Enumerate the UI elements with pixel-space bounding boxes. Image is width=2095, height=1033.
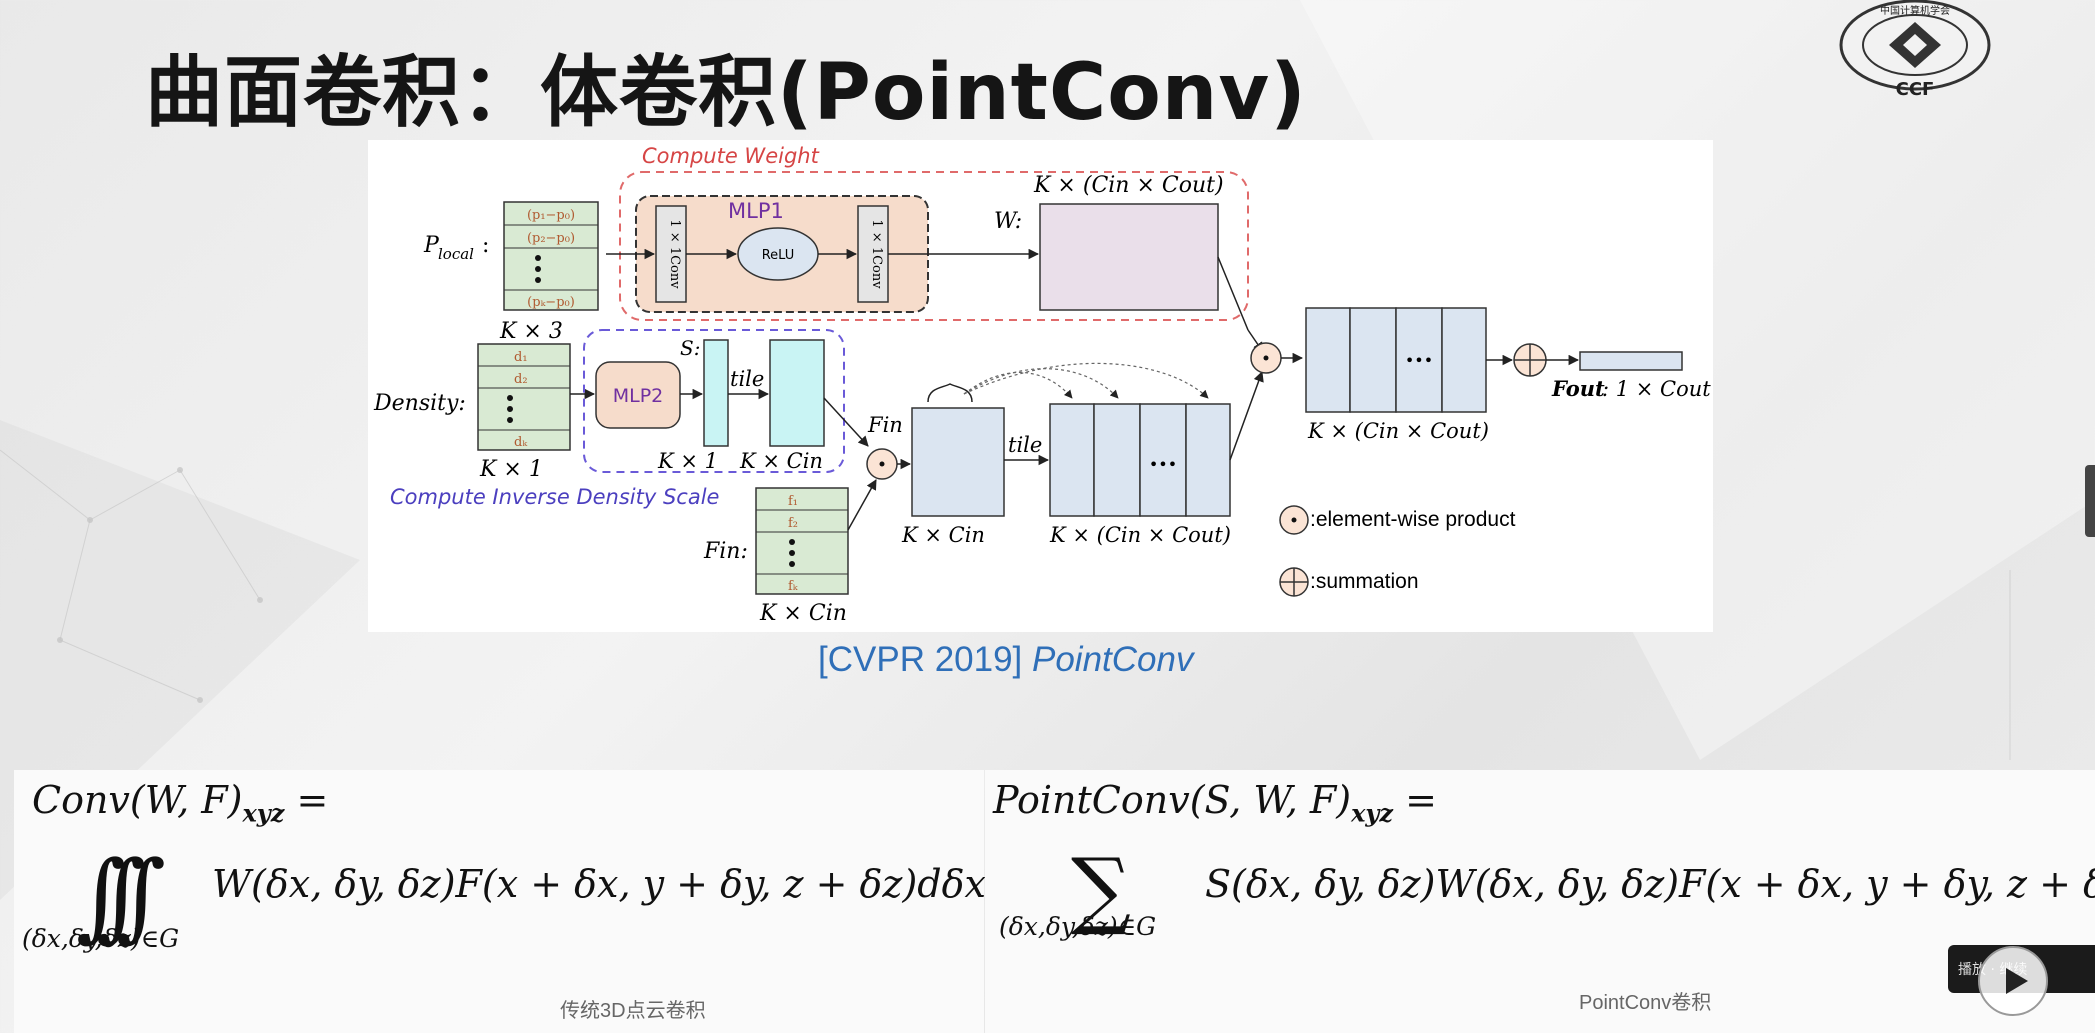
caption-venue: [CVPR 2019] — [818, 640, 1032, 679]
fin-cell-k: fₖ — [788, 579, 799, 594]
compute-weight-label: Compute Weight — [642, 144, 820, 168]
tiled-fin-matrices: ••• — [1049, 403, 1231, 517]
mlp2-box — [595, 361, 681, 429]
fout-vector — [1579, 351, 1683, 371]
density-cell-k: dₖ — [514, 435, 528, 450]
fin-matrix: f₁ f₂ fₖ — [755, 487, 849, 595]
paper-caption: [CVPR 2019] PointConv — [818, 640, 1193, 680]
conv-label-1: 1 × 1Conv — [667, 219, 682, 289]
pointconv-formula-panel: PointConv(S, W, F)xyz = ∑ S(δx, δy, δz)W… — [985, 770, 2095, 1033]
play-button[interactable] — [1978, 946, 2048, 1016]
k-by-cin-label-c: K × Cin — [901, 523, 985, 547]
caption-paper: PointConv — [1032, 640, 1194, 679]
fin-cell-2: f₂ — [788, 516, 798, 531]
tile-label-1: tile — [730, 367, 764, 391]
w-dims-label: K × (Cin × Cout) — [1033, 173, 1224, 198]
p-local-cell-k: (pₖ−p₀) — [527, 295, 575, 310]
conv-block-1 — [655, 205, 687, 303]
pointconv-formula-body: S(δx, δy, δz)W(δx, δy, δz)F(x + δx, y + … — [1205, 862, 2095, 906]
slide-title: 曲面卷积：体卷积(PointConv) — [145, 48, 1307, 138]
fin-label-b: Fin: — [703, 539, 748, 564]
density-cell-1: d₁ — [514, 350, 528, 365]
k-by-1-label-b: K × 1 — [657, 449, 718, 473]
k-cin-cout-label-b: K × (Cin × Cout) — [1307, 419, 1489, 443]
density-cell-2: d₂ — [514, 372, 528, 387]
pointconv-formula-caption: PointConv卷积 — [1579, 992, 1712, 1014]
mlp1-label: MLP1 — [728, 199, 784, 223]
result-dots: ••• — [1405, 351, 1433, 370]
ccf-logo: CCF 中国计算机学会 — [1839, 0, 1991, 100]
conv-formula-body: W(δx, δy, δz)F(x + δx, y + δy, z + δz)dδ… — [212, 862, 1074, 906]
p-local-sub: local — [438, 245, 474, 263]
k-cin-cout-label-a: K × (Cin × Cout) — [1049, 523, 1231, 547]
pointconv-diagram: Compute Weight MLP1 1 × 1Conv ReLU 1 × 1… — [368, 140, 1713, 632]
conv-formula-head-text: Conv(W, F) — [32, 778, 243, 822]
conv-formula-sub: (δx,δy,δz)∈G — [22, 924, 180, 953]
p-local-matrix: (p₁−p₀) (p₂−p₀) (pₖ−p₀) — [503, 201, 599, 311]
pointconv-formula-head-sub: xyz — [1351, 798, 1394, 828]
tile-label-2: tile — [1008, 433, 1042, 457]
legend-product-label: :element-wise product — [1310, 508, 1516, 531]
relu-label: ReLU — [762, 248, 795, 263]
conv-block-2 — [857, 205, 889, 303]
product-result-matrices: ••• — [1305, 307, 1487, 413]
p-local-label: P — [423, 233, 440, 258]
s-vector — [703, 339, 729, 447]
side-panel-tab[interactable] — [2085, 465, 2095, 537]
fout-label: Fout — [1551, 376, 1605, 401]
conv-formula-head-eq: = — [284, 778, 329, 822]
conv-formula-panel: Conv(W, F)xyz = ∫∫∫ W(δx, δy, δz)F(x + δ… — [14, 770, 1073, 1033]
pointconv-formula-head-eq: = — [1393, 778, 1437, 822]
fout-dims: : 1 × Cout — [1602, 377, 1711, 401]
inverse-density-region — [583, 329, 845, 473]
k-by-3-label: K × 3 — [499, 319, 563, 344]
p-local-cell-2: (p₂−p₀) — [527, 231, 575, 246]
legend-sum-label: :summation — [1310, 570, 1419, 593]
tiled-dots: ••• — [1149, 455, 1177, 474]
density-matrix: d₁ d₂ dₖ — [477, 343, 571, 451]
conv-formula-caption: 传统3D点云卷积 — [560, 1000, 706, 1022]
w-matrix — [1039, 203, 1219, 311]
logo-ring-text: 中国计算机学会 — [1880, 4, 1950, 17]
logo-text: CCF — [1896, 79, 1935, 100]
svg-text::: : — [482, 233, 489, 258]
summation-icon: ∑ — [1071, 840, 1131, 938]
k-by-cin-label-b: K × Cin — [759, 601, 847, 626]
fin-label-a: Fin — [867, 413, 903, 437]
inverse-density-label: Compute Inverse Density Scale — [390, 485, 719, 509]
play-icon — [2006, 968, 2028, 994]
pointconv-formula-sub: (δx,δy,δz)∈G — [999, 912, 1157, 941]
k-by-cin-label-a: K × Cin — [739, 449, 823, 473]
k-by-1-label-a: K × 1 — [479, 457, 543, 482]
conv-formula-head: Conv(W, F)xyz = — [32, 778, 328, 828]
fin-cell-1: f₁ — [788, 494, 798, 509]
conv-label-2: 1 × 1Conv — [869, 219, 884, 289]
conv-formula-head-sub: xyz — [242, 798, 285, 828]
w-label: W: — [994, 209, 1022, 234]
p-local-cell-1: (p₁−p₀) — [527, 208, 575, 223]
pointconv-formula-head-text: PointConv(S, W, F) — [993, 778, 1352, 822]
fin-weighted-matrix — [911, 407, 1005, 517]
mlp2-label: MLP2 — [613, 385, 664, 407]
s-tiled-matrix — [769, 339, 825, 447]
s-label: S: — [680, 336, 700, 360]
pointconv-formula-head: PointConv(S, W, F)xyz = — [993, 778, 1437, 828]
density-label: Density: — [373, 391, 466, 416]
